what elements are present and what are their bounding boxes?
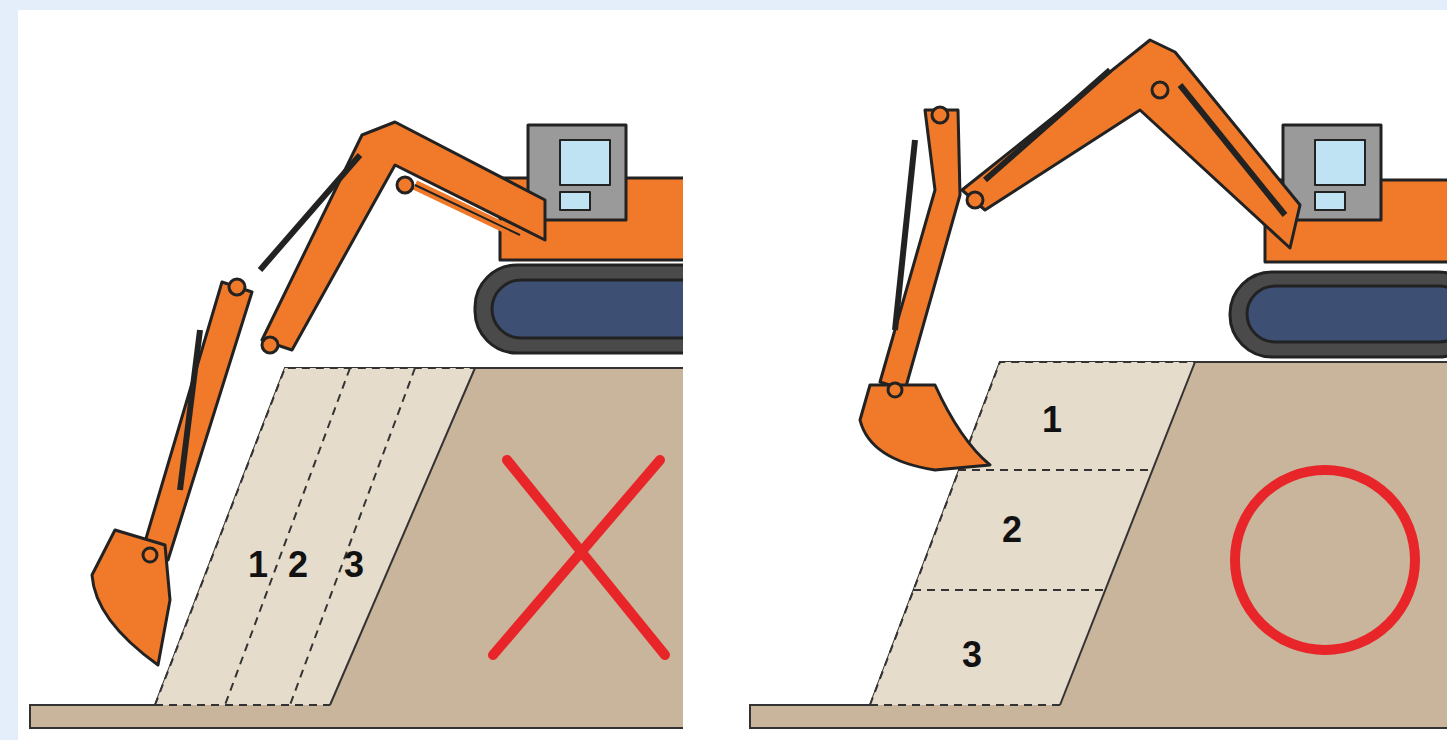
side-band: [0, 0, 18, 740]
ground: [30, 368, 683, 728]
callout-number: 1: [248, 547, 268, 583]
callout-number: 1: [1042, 402, 1062, 438]
top-band: [0, 0, 1447, 10]
callout-number: 2: [1002, 512, 1022, 548]
correct-mark: [1235, 470, 1415, 650]
correct-method-panel: [750, 40, 1447, 728]
wrong-mark: [493, 460, 665, 655]
callout-number: 2: [288, 547, 308, 583]
callout-number: 3: [962, 637, 982, 673]
ground: [750, 362, 1447, 728]
excavator: [92, 122, 683, 665]
excavator: [860, 40, 1447, 470]
callout-number: 3: [344, 547, 364, 583]
wrong-method-panel: [30, 122, 683, 728]
